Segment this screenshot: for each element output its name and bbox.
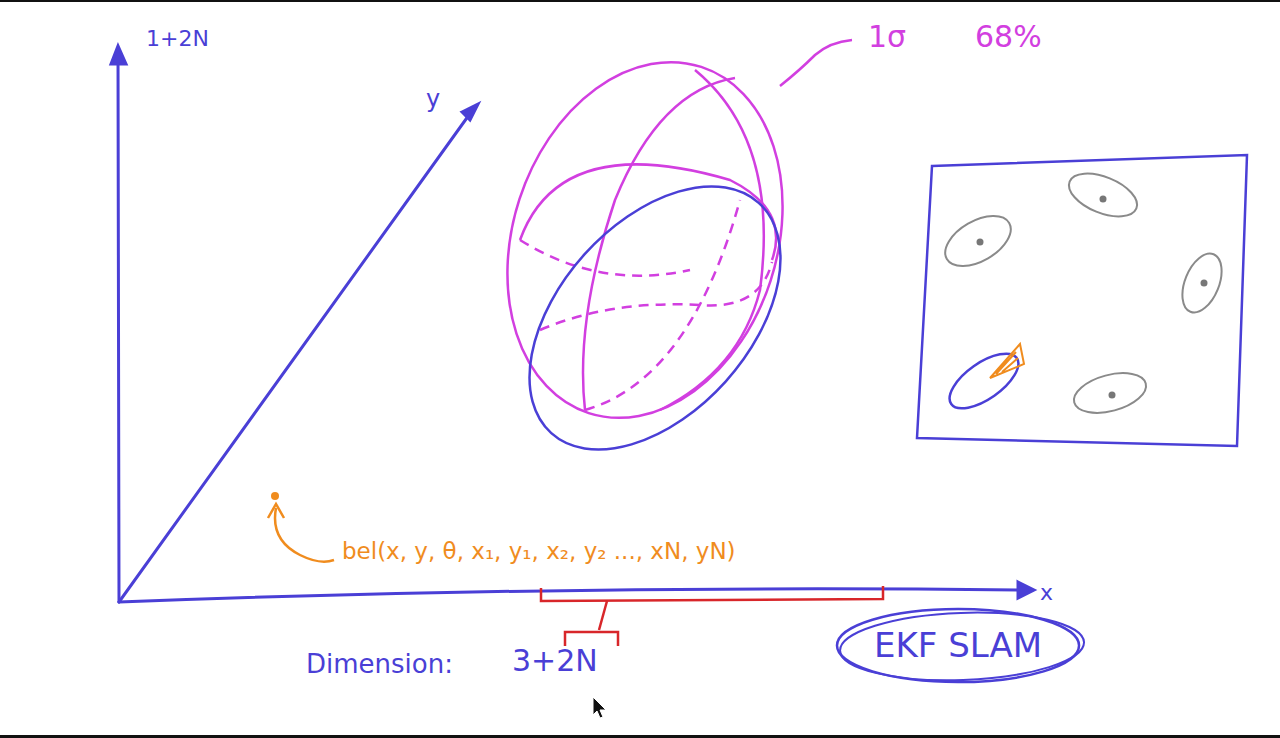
node-text: EKF SLAM bbox=[874, 626, 1042, 665]
map-inset bbox=[917, 155, 1247, 446]
dimension-value: 3+2N bbox=[512, 644, 598, 679]
axis-label: y bbox=[426, 86, 440, 114]
frame-line bbox=[0, 0, 1280, 2]
leader-line bbox=[780, 40, 852, 86]
percent-label: 68% bbox=[975, 20, 1042, 55]
title-ellipse: EKF SLAM bbox=[834, 606, 1082, 685]
frame-line bbox=[0, 735, 1280, 738]
covariance-ellipsoid bbox=[463, 26, 827, 454]
arrow-head bbox=[268, 504, 284, 518]
bracket bbox=[541, 586, 883, 646]
state-dot bbox=[271, 492, 279, 500]
mouse-cursor bbox=[593, 697, 606, 718]
axis-label: 1+2N bbox=[146, 26, 209, 51]
marginal-ellipse bbox=[481, 139, 830, 497]
axis-label: x bbox=[1040, 580, 1053, 605]
sigma-label: 1σ bbox=[868, 20, 906, 55]
dimension-label: Dimension: bbox=[306, 650, 453, 680]
axes bbox=[111, 46, 1034, 602]
belief-formula: bel(x, y, θ, x₁, y₁, x₂, y₂ ..., xN, yN) bbox=[342, 538, 736, 564]
